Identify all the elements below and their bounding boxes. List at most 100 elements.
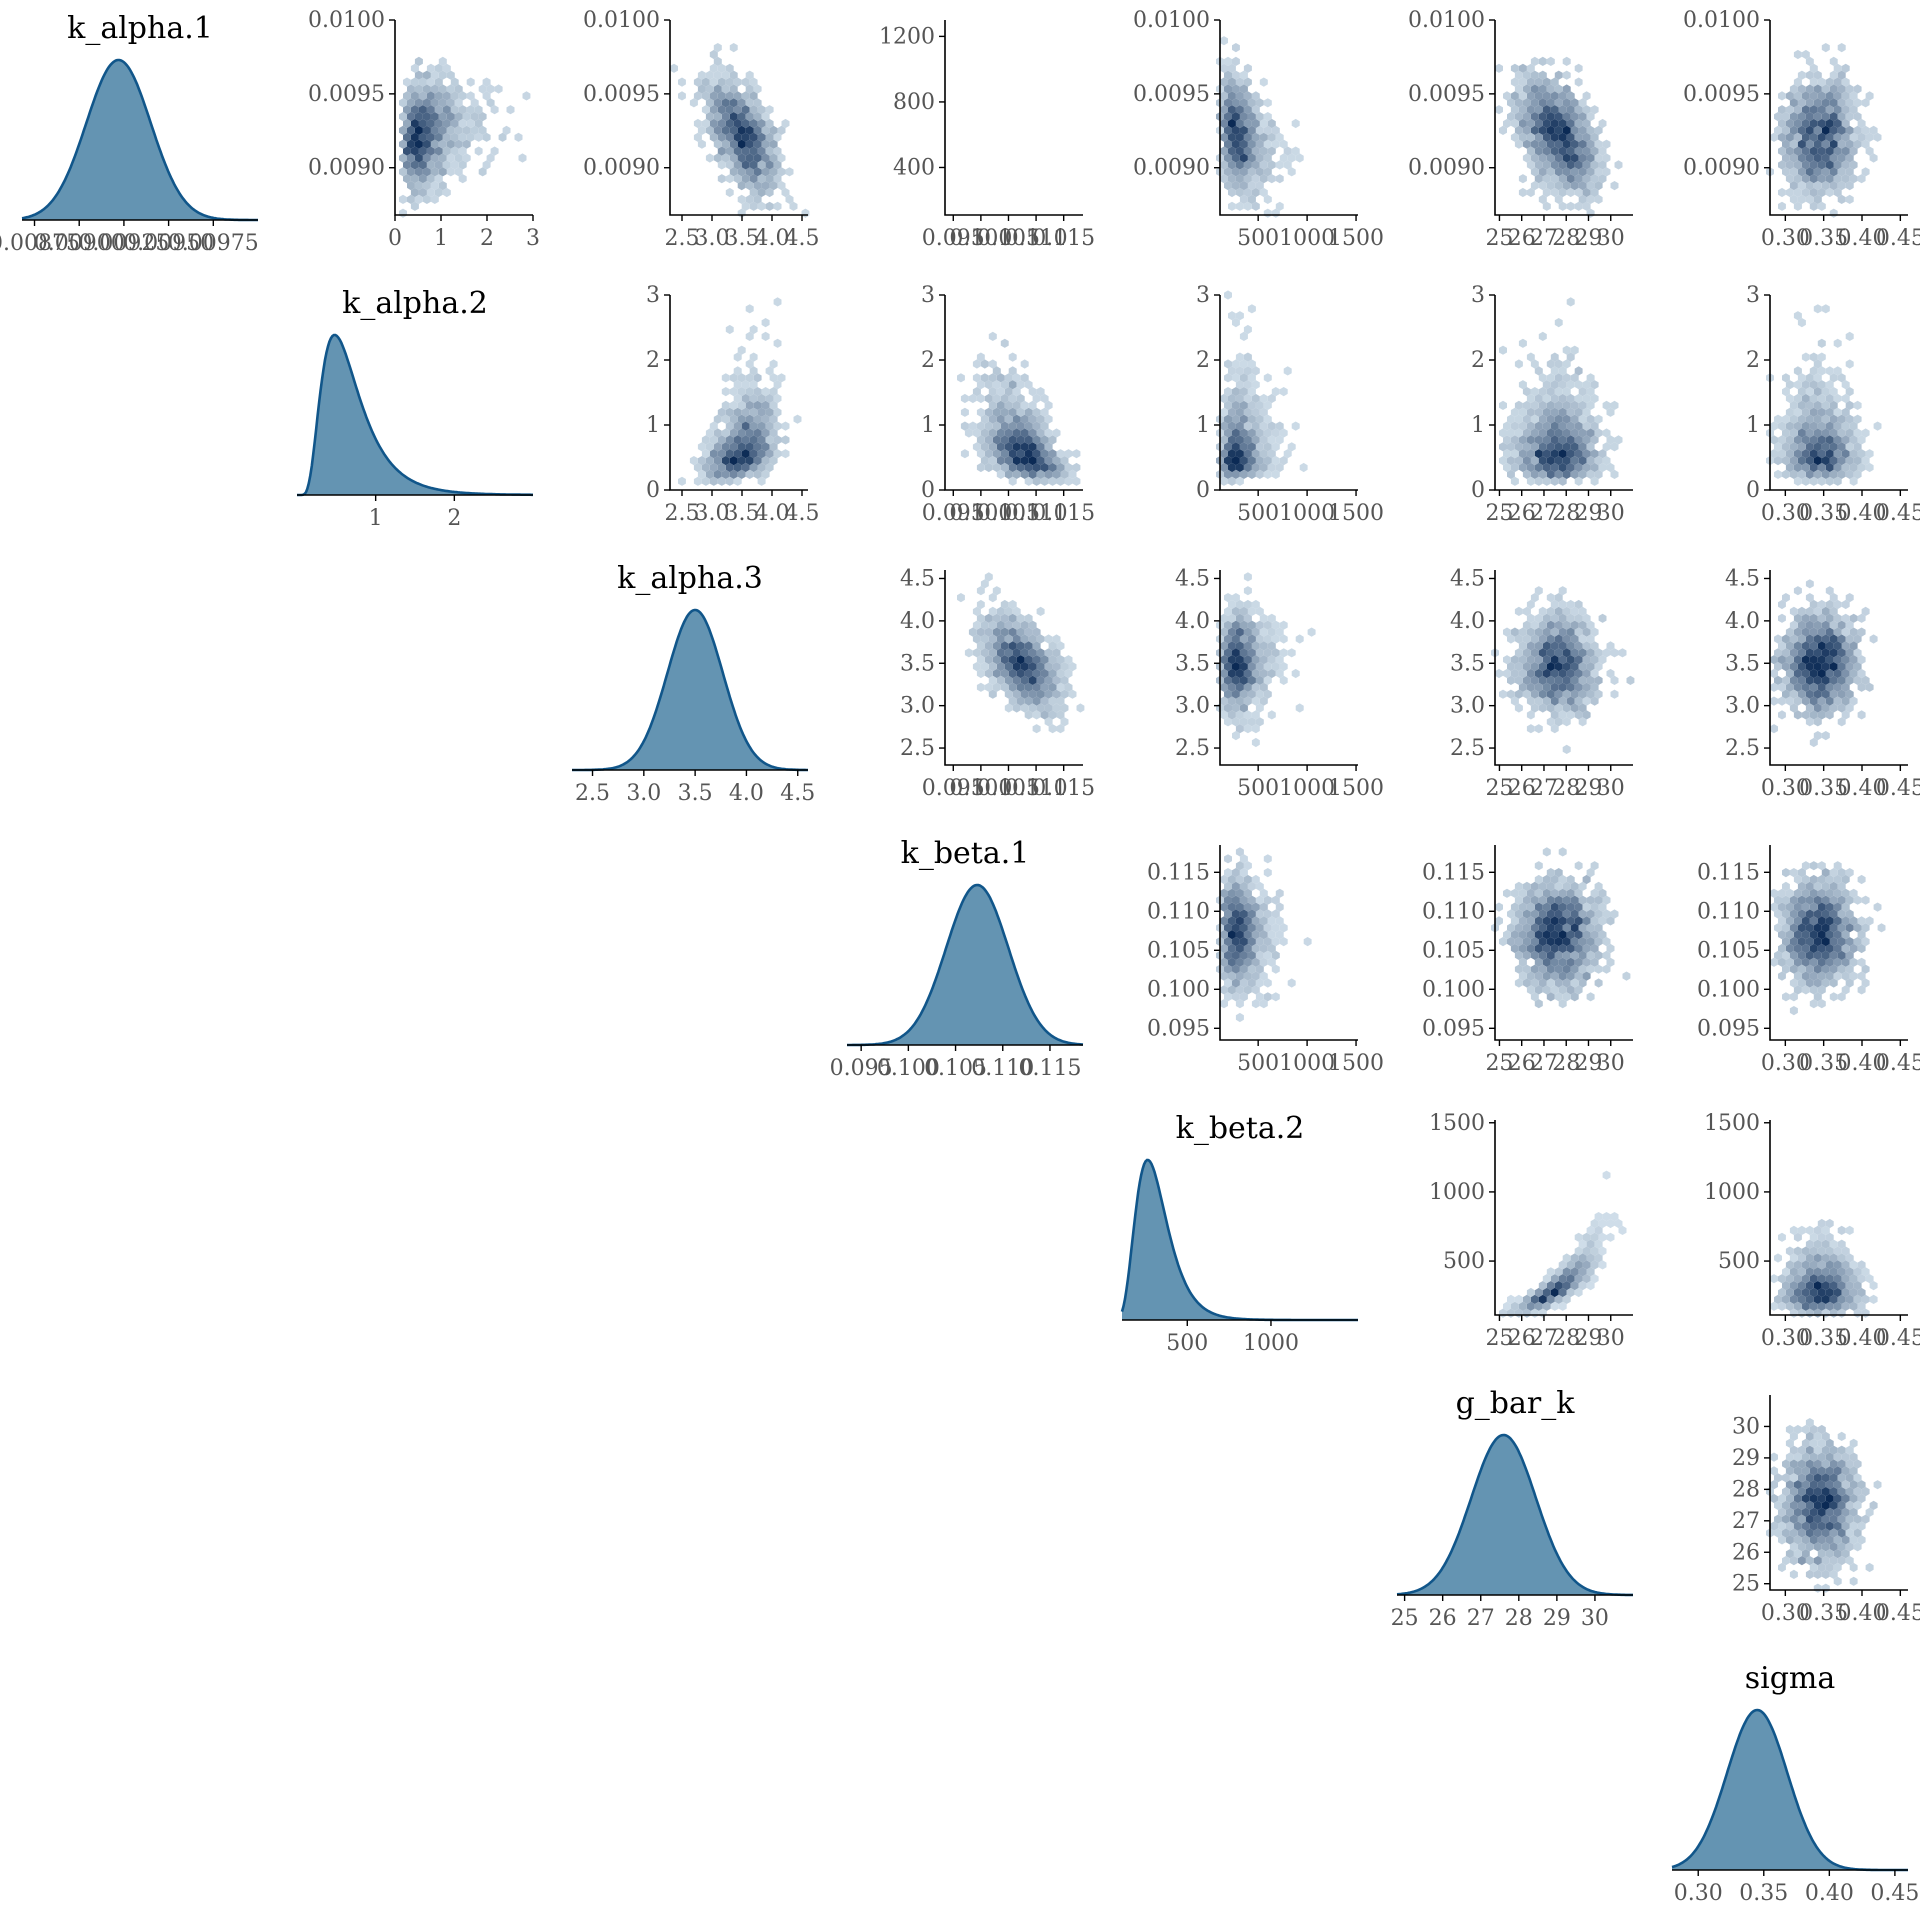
hex-cell [1255, 620, 1264, 630]
x-tick-label: 27 [1467, 1606, 1495, 1631]
hex-cell [1782, 909, 1790, 919]
hex-cell [1259, 682, 1268, 692]
hex-cell [1782, 442, 1790, 452]
hex-cell [1052, 662, 1061, 672]
hex-cell [399, 153, 407, 163]
hex-cell [1586, 456, 1595, 466]
hex-cell [1782, 167, 1790, 177]
y-tick-label: 3 [1471, 283, 1485, 308]
hex-cell [1797, 414, 1806, 424]
hex-cell [725, 118, 734, 129]
hex-cell [1522, 978, 1531, 988]
hex-cell [1251, 407, 1260, 417]
hex-cell [1594, 428, 1603, 438]
hex-cell [721, 428, 730, 438]
hex-cell [1590, 105, 1599, 115]
hex-cell [1538, 181, 1547, 191]
hex-cell [1004, 387, 1013, 397]
hex-cell [1566, 696, 1575, 706]
hex-cell [458, 174, 467, 184]
hex-cell [1782, 648, 1790, 658]
hex-cell [1534, 943, 1543, 954]
hex-cell [466, 91, 475, 101]
hex-cell [725, 91, 734, 101]
hex-cell [1239, 854, 1248, 864]
hex-cell [1243, 118, 1252, 129]
x-tick-label: 1500 [1328, 776, 1384, 801]
hex-cell [1853, 937, 1862, 947]
hex-cell [1235, 985, 1244, 995]
hex-cell [1574, 861, 1583, 871]
hex-cell [1805, 112, 1814, 122]
hex-cell [1016, 407, 1025, 417]
hex-cell [1594, 675, 1603, 685]
hex-cell [1845, 648, 1854, 658]
hex-cell [1526, 187, 1535, 198]
hex-cell [1837, 675, 1846, 685]
hex-cell [1586, 909, 1595, 919]
hex-cell [1271, 909, 1280, 919]
hex-cell [1841, 174, 1850, 184]
hexbins [678, 297, 802, 486]
hex-cell [1782, 139, 1790, 149]
hex-cell [1793, 421, 1802, 431]
hex-cell [1538, 978, 1547, 988]
hex-cell [1586, 181, 1595, 191]
hex-cell [1778, 957, 1786, 967]
x-tick-label: 3 [526, 226, 540, 251]
hex-cell [765, 449, 774, 459]
hex-cell [1032, 710, 1041, 720]
hex-cell [753, 400, 762, 410]
x-tick-label: 4.0 [755, 501, 790, 526]
hex-cell [749, 77, 758, 87]
hex-cell [1590, 174, 1599, 184]
hex-cell [1530, 895, 1539, 905]
hex-cell [1510, 449, 1519, 459]
hex-cell [1801, 930, 1810, 940]
hex-cell [1534, 421, 1543, 431]
hex-cell [980, 620, 989, 630]
hex-cell [450, 118, 459, 129]
hex-cell [466, 118, 475, 129]
hex-cell [1495, 916, 1503, 926]
hex-cell [725, 77, 734, 87]
hex-cell [1562, 442, 1571, 452]
hex-cell [729, 428, 738, 438]
hex-cell [1008, 393, 1017, 404]
hex-cell [1770, 682, 1778, 692]
hex-cell [1271, 428, 1280, 438]
hex-cell [1801, 393, 1810, 404]
hex-cell [980, 359, 989, 369]
hex-cell [1239, 373, 1248, 383]
hex-cell [1797, 139, 1806, 149]
hex-cell [1032, 655, 1041, 665]
hex-cell [1044, 703, 1053, 713]
hex-cell [1072, 476, 1081, 486]
x-tick-label: 0.100 [949, 226, 1012, 251]
hex-cell [1538, 662, 1547, 672]
hex-cell [454, 139, 463, 149]
hex-cell [1036, 456, 1045, 466]
hex-cell [705, 456, 714, 466]
hex-cell [1837, 167, 1846, 177]
hex-cell [1774, 675, 1782, 685]
hex-cell [1243, 930, 1252, 940]
hex-cell [410, 146, 419, 156]
axes [669, 20, 808, 216]
hex-cell [1793, 668, 1802, 679]
hex-cell [418, 187, 427, 198]
hex-cell [1837, 634, 1846, 644]
hex-cell [1574, 888, 1583, 898]
hex-cell [1040, 668, 1049, 679]
hex-cell [1263, 978, 1272, 988]
hex-cell [1507, 98, 1515, 108]
hex-cell [1849, 641, 1858, 651]
hex-cell [769, 428, 778, 438]
hex-cell [1833, 338, 1842, 348]
hex-cell [1554, 606, 1563, 616]
hex-cell [757, 393, 766, 404]
y-tick-label: 4.0 [1175, 609, 1210, 634]
hex-cell [761, 428, 770, 438]
hex-cell [1570, 606, 1579, 616]
